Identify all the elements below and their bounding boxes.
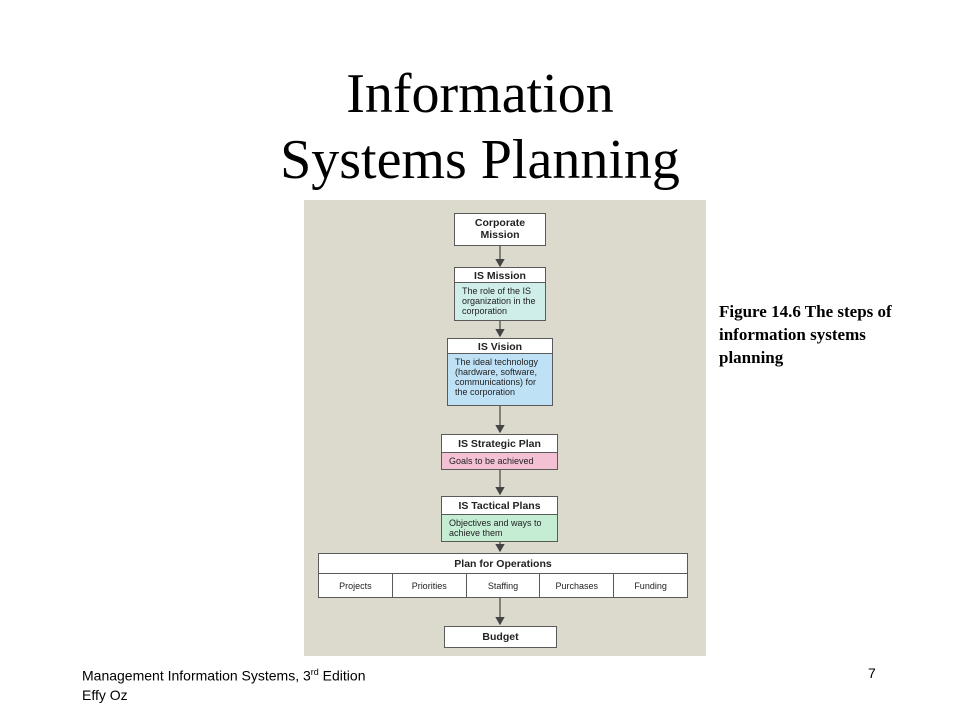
planning-diagram: Corporate Mission IS Mission The role of… [304,200,706,656]
is-mission-title: IS Mission [455,268,545,282]
corporate-mission-title: Corporate Mission [474,217,526,241]
is-vision-body: The ideal technology (hardware, software… [448,353,552,399]
is-strategic-plan-title: IS Strategic Plan [442,435,557,452]
is-mission-body: The role of the IS organization in the c… [455,282,545,318]
figure-caption: Figure 14.6 The steps of information sys… [719,302,892,367]
operations-item-funding: Funding [613,574,687,598]
is-tactical-plans-title: IS Tactical Plans [442,497,557,514]
operations-item-projects: Projects [339,581,372,591]
is-strategic-plan-body: Goals to be achieved [442,452,557,468]
operations-item-priorities: Priorities [391,574,466,598]
page-number: 7 [868,665,876,681]
plan-for-operations-title: Plan for Operations [454,558,552,570]
budget-box: Budget [444,626,557,648]
operations-item-purchases: Purchases [539,574,613,598]
diagram-connectors [495,246,505,626]
operations-item-staffing: Staffing [465,574,540,598]
footer-author: Effy Oz [82,686,128,703]
is-strategic-plan-box: IS Strategic Plan Goals to be achieved [441,434,558,470]
footer-edition-sup: rd [310,667,319,677]
is-vision-box: IS Vision The ideal technology (hardware… [447,338,553,406]
is-vision-title: IS Vision [448,339,552,353]
is-tactical-plans-box: IS Tactical Plans Objectives and ways to… [441,496,558,542]
slide-title-line2: Systems Planning [280,129,680,191]
slide-title-line1: Information [346,63,614,125]
is-tactical-plans-body: Objectives and ways to achieve them [442,514,557,540]
footer-book-title: Management Information Systems, 3 [82,667,311,684]
corporate-mission-box: Corporate Mission [454,213,546,246]
footer-citation: Management Information Systems, 3rd Edit… [82,663,366,705]
plan-for-operations-box: Plan for Operations Projects Priorities … [318,553,688,598]
is-mission-box: IS Mission The role of the IS organizati… [454,267,546,321]
budget-title: Budget [482,631,519,643]
operations-items: Projects Priorities Staffing Purchases F… [319,573,687,598]
footer-edition: Edition [318,667,366,684]
